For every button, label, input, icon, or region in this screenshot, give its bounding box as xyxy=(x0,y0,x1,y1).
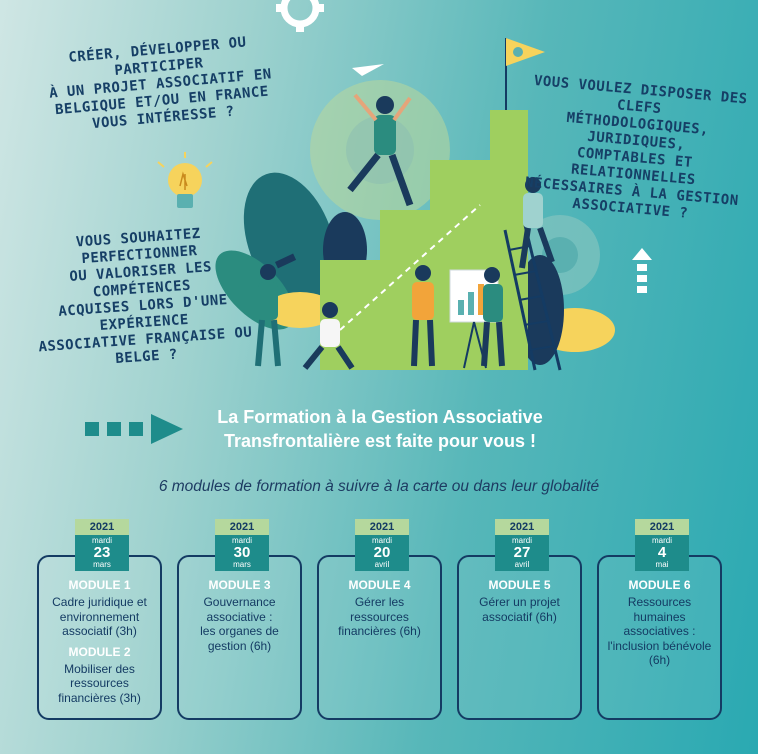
date-badge: mardi 30 mars xyxy=(215,535,269,571)
month: avril xyxy=(514,560,530,569)
module-card: 2021 mardi 4 mai MODULE 6 Ressources hum… xyxy=(597,519,722,720)
question-skills: Vous souhaitez perfectionner ou valorise… xyxy=(37,225,253,368)
module-description: Gouvernance associative : les organes de… xyxy=(200,595,279,653)
month: avril xyxy=(374,560,390,569)
lightbulb-icon xyxy=(157,152,213,208)
weekday: mardi xyxy=(651,536,672,545)
weekday: mardi xyxy=(231,536,252,545)
ladder xyxy=(503,224,562,371)
year-label: 2021 xyxy=(495,519,549,535)
module-description: Ressources humaines associatives : l'inc… xyxy=(607,595,712,667)
person-kneeling xyxy=(302,302,355,370)
module-title: MODULE 1 xyxy=(68,578,131,592)
subtitle: 6 modules de formation à suivre à la car… xyxy=(158,478,600,495)
up-arrow-icon xyxy=(632,248,652,293)
person-jumping xyxy=(347,93,414,207)
module-title: MODULE 5 xyxy=(488,578,551,592)
paper-plane-icon xyxy=(352,64,384,76)
module-description: Mobiliser des ressources financières (3h… xyxy=(58,661,141,705)
date-badge: mardi 20 avril xyxy=(355,535,409,571)
module-title: MODULE 3 xyxy=(208,578,271,592)
date-badge: mardi 23 mars xyxy=(75,535,129,571)
header-illustration xyxy=(157,0,652,371)
flag-icon xyxy=(505,38,545,110)
person-climbing xyxy=(519,177,555,269)
person-presenter xyxy=(481,267,505,367)
year-label: 2021 xyxy=(635,519,689,535)
day-number: 23 xyxy=(93,544,111,561)
module-title: MODULE 4 xyxy=(348,578,411,592)
question-keys: Vous voulez disposer des clefs méthodolo… xyxy=(524,72,749,222)
weekday: mardi xyxy=(511,536,532,545)
module-title: MODULE 2 xyxy=(68,644,131,659)
module-title: MODULE 6 xyxy=(628,578,691,592)
module-card: 2021 mardi 27 avril MODULE 5 Gérer un pr… xyxy=(457,519,582,720)
banner-title: La Formation à la Gestion Associative Tr… xyxy=(217,407,543,451)
module-card: 2021 mardi 20 avril MODULE 4 Gérer les r… xyxy=(317,519,442,720)
date-badge: mardi 4 mai xyxy=(635,535,689,571)
gear-icon xyxy=(276,0,324,32)
weekday: mardi xyxy=(371,536,392,545)
person-pointing xyxy=(411,265,435,367)
day-number: 30 xyxy=(233,544,251,561)
month: mai xyxy=(655,560,669,569)
right-arrow-icon xyxy=(85,414,183,444)
person-telescope xyxy=(255,253,297,367)
year-label: 2021 xyxy=(75,519,129,535)
day-number: 27 xyxy=(513,544,531,561)
weekday: mardi xyxy=(91,536,112,545)
date-badge: mardi 27 avril xyxy=(495,535,549,571)
month: mars xyxy=(233,560,251,569)
year-label: 2021 xyxy=(355,519,409,535)
module-description: Cadre juridique et environnement associa… xyxy=(52,595,147,638)
day-number: 20 xyxy=(373,544,391,561)
module-card: 2021 mardi 30 mars MODULE 3 Gouvernance … xyxy=(177,519,302,720)
module-description: Gérer les ressources financières (6h) xyxy=(338,595,421,638)
module-description: Gérer un projet associatif (6h) xyxy=(479,595,560,624)
day-number: 4 xyxy=(657,544,667,561)
month: mars xyxy=(93,560,111,569)
year-label: 2021 xyxy=(215,519,269,535)
module-card: 2021 mardi 23 mars MODULE 1 Cadre juridi… xyxy=(37,519,162,720)
